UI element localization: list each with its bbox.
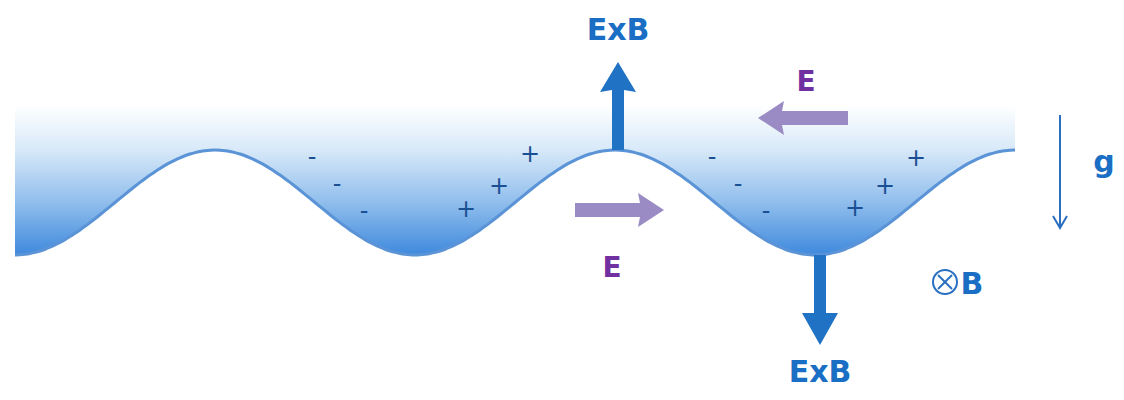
field-label: E [602, 254, 621, 282]
fluid-region [15, 105, 1015, 255]
into-page-symbol [938, 275, 952, 289]
charge-sign: + [520, 142, 540, 166]
drift-label: ExB [587, 15, 650, 45]
charge-sign: - [734, 172, 743, 196]
charge-sign: + [845, 196, 865, 220]
field-label: E [796, 68, 815, 96]
charge-sign: + [456, 197, 476, 221]
charge-sign: - [708, 145, 717, 169]
drift-label: ExB [789, 357, 852, 387]
fluid-surface [15, 150, 1015, 255]
charge-sign: - [308, 145, 317, 169]
e-field-arrow [758, 101, 848, 135]
e-field-arrow [575, 193, 664, 227]
exb-arrow [600, 62, 636, 150]
charge-sign: + [489, 174, 509, 198]
charge-sign: - [762, 199, 771, 223]
charge-sign: - [360, 199, 369, 223]
gravity-label: g [1093, 147, 1114, 177]
exb-arrow [802, 255, 838, 345]
field-label: B [961, 269, 984, 299]
charge-sign: + [906, 146, 926, 170]
gravity-arrow [1059, 115, 1061, 226]
gravity-arrowhead [1053, 216, 1067, 228]
into-page-symbol [933, 270, 957, 294]
charge-sign: + [875, 174, 895, 198]
into-page-symbol [938, 275, 952, 289]
charge-sign: - [333, 172, 342, 196]
